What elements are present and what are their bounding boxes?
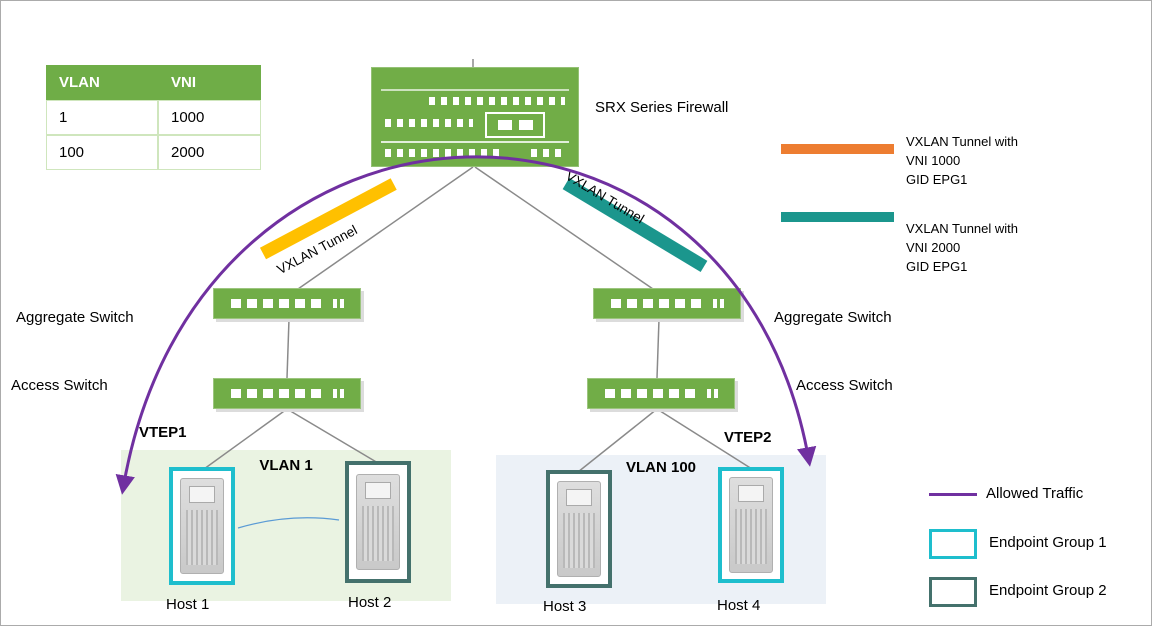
endpoint-group-1-swatch: [929, 529, 977, 559]
host-2-icon: [345, 461, 411, 583]
vlan100-title: VLAN 100: [625, 459, 697, 476]
table-header-vni: VNI: [158, 65, 261, 100]
table-cell-vlan: 1: [46, 100, 158, 135]
aggregate-switch-right-icon: [593, 288, 741, 319]
vni2000-tunnel-legend-bar: [781, 212, 894, 222]
table-cell-vni: 2000: [158, 135, 261, 170]
table-row: 100 2000: [46, 135, 261, 170]
vlan-vni-table: VLAN VNI 1 1000 100 2000: [46, 65, 261, 170]
access-switch-right-icon: [587, 378, 735, 409]
allowed-traffic-label: Allowed Traffic: [986, 485, 1084, 502]
host-3-label: Host 3: [543, 598, 587, 615]
firewall-icon: [371, 67, 579, 167]
vtep1-label: VTEP1: [139, 424, 187, 441]
table-header-vlan: VLAN: [46, 65, 158, 100]
host-1-icon: [169, 467, 235, 585]
vni1000-tunnel-legend-text: VXLAN Tunnel with VNI 1000 GID EPG1: [906, 134, 1019, 187]
vlan1-title: VLAN 1: [259, 457, 313, 474]
host-4-icon: [718, 467, 784, 583]
vni1000-tunnel-legend-bar: [781, 144, 894, 154]
table-cell-vni: 1000: [158, 100, 261, 135]
host-1-label: Host 1: [166, 596, 210, 613]
table-cell-vlan: 100: [46, 135, 158, 170]
endpoint-group-1-label: Endpoint Group 1: [989, 534, 1107, 551]
aggregate-switch-right-label: Aggregate Switch: [774, 309, 892, 326]
host-2-label: Host 2: [348, 594, 392, 611]
firewall-label: SRX Series Firewall: [595, 99, 729, 116]
endpoint-group-2-label: Endpoint Group 2: [989, 582, 1107, 599]
access-switch-left-label: Access Switch: [11, 377, 108, 394]
table-header-row: VLAN VNI: [46, 65, 261, 100]
table-row: 1 1000: [46, 100, 261, 135]
aggregate-switch-left-label: Aggregate Switch: [16, 309, 134, 326]
host-4-label: Host 4: [717, 597, 761, 614]
vni2000-tunnel-legend-text: VXLAN Tunnel with VNI 2000 GID EPG1: [906, 221, 1019, 274]
host-3-icon: [546, 470, 612, 588]
allowed-traffic-legend-line: [929, 493, 977, 496]
access-switch-left-icon: [213, 378, 361, 409]
vtep2-label: VTEP2: [724, 429, 772, 446]
access-switch-right-label: Access Switch: [796, 377, 893, 394]
aggregate-switch-left-icon: [213, 288, 361, 319]
endpoint-group-2-swatch: [929, 577, 977, 607]
